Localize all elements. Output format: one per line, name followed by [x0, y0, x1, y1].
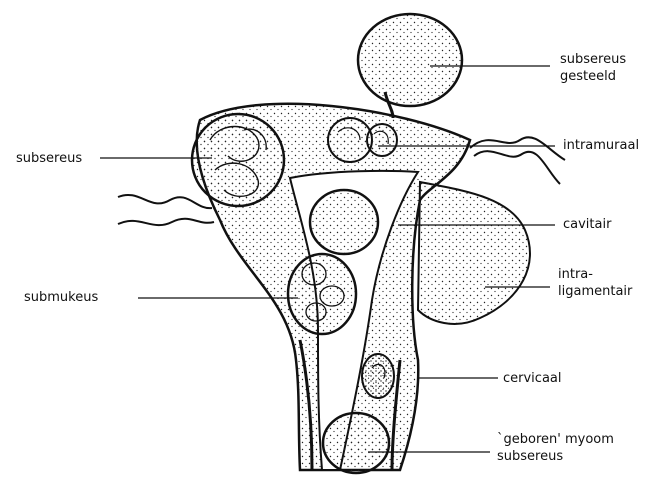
- label-subsereus-left: subsereus: [16, 150, 82, 167]
- label-submukeus: submukeus: [24, 289, 98, 306]
- left-fallopian-tube: [118, 195, 212, 208]
- label-cavitair: cavitair: [563, 216, 611, 233]
- fibroid-cervicaal: [362, 354, 394, 398]
- fibroid-subsereus-left: [192, 114, 284, 206]
- intraligamentair-mass: [418, 182, 530, 324]
- fibroid-cavitair: [310, 190, 378, 254]
- label-subsereus-gesteeld: subsereus gesteeld: [560, 51, 626, 85]
- label-geboren-myoom: `geboren' myoom subsereus: [497, 431, 614, 465]
- fibroid-geboren-myoom: [323, 413, 389, 473]
- label-intraligamentair: intra- ligamentair: [558, 266, 632, 300]
- fibroid-subsereus-gesteeld: [358, 14, 462, 106]
- label-cervicaal: cervicaal: [503, 370, 562, 387]
- fibroid-intramuraal: [328, 118, 372, 162]
- label-intramuraal: intramuraal: [563, 137, 639, 154]
